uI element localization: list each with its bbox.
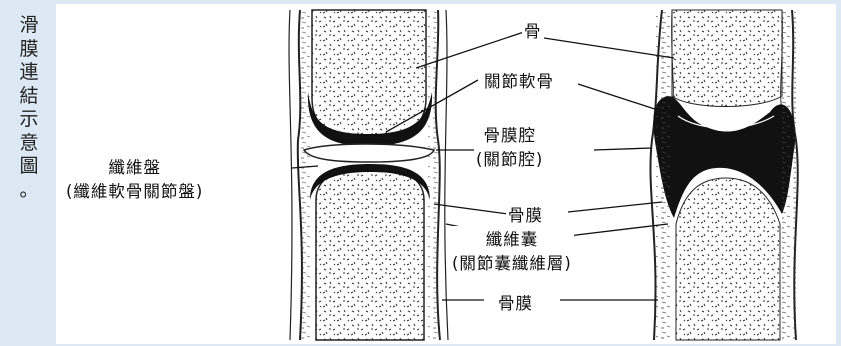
caption-char: 結 — [18, 85, 40, 109]
figure-caption: 滑 膜 連 結 示 意 圖 。 — [18, 14, 40, 202]
caption-char: 。 — [18, 179, 40, 203]
label-cavity-line1: 骨膜腔 — [476, 122, 543, 146]
label-disc-line2: (纖維軟骨關節盤) — [66, 178, 203, 202]
label-cavity-line2: (關節腔) — [476, 146, 543, 170]
caption-char: 滑 — [18, 14, 40, 38]
label-capsule-line2: (關節囊纖維層) — [452, 250, 572, 274]
label-articular-cartilage: 關節軟骨 — [482, 68, 556, 92]
upper-bone — [312, 10, 426, 136]
articular-disc — [304, 144, 434, 162]
label-periosteum: 骨膜 — [496, 290, 535, 314]
label-capsule-line1: 纖維囊 — [452, 226, 572, 250]
right-joint — [650, 10, 797, 340]
lower-bone — [316, 168, 424, 340]
left-joint — [289, 10, 448, 340]
label-disc-line1: 纖維盤 — [66, 154, 203, 178]
diagram-panel: 骨 關節軟骨 骨膜腔 (關節腔) 纖維盤 (纖維軟骨關節盤) 骨膜 纖維囊 (關… — [56, 4, 836, 344]
label-disc: 纖維盤 (纖維軟骨關節盤) — [64, 154, 205, 202]
label-bone: 骨 — [522, 18, 544, 42]
caption-char: 示 — [18, 108, 40, 132]
caption-char: 圖 — [18, 155, 40, 179]
label-synovium: 骨膜 — [506, 202, 545, 226]
caption-char: 膜 — [18, 38, 40, 62]
caption-sidebar: 滑 膜 連 結 示 意 圖 。 — [0, 0, 56, 346]
label-capsule: 纖維囊 (關節囊纖維層) — [450, 226, 574, 274]
caption-char: 連 — [18, 61, 40, 85]
label-cavity: 骨膜腔 (關節腔) — [474, 122, 545, 170]
caption-char: 意 — [18, 132, 40, 156]
